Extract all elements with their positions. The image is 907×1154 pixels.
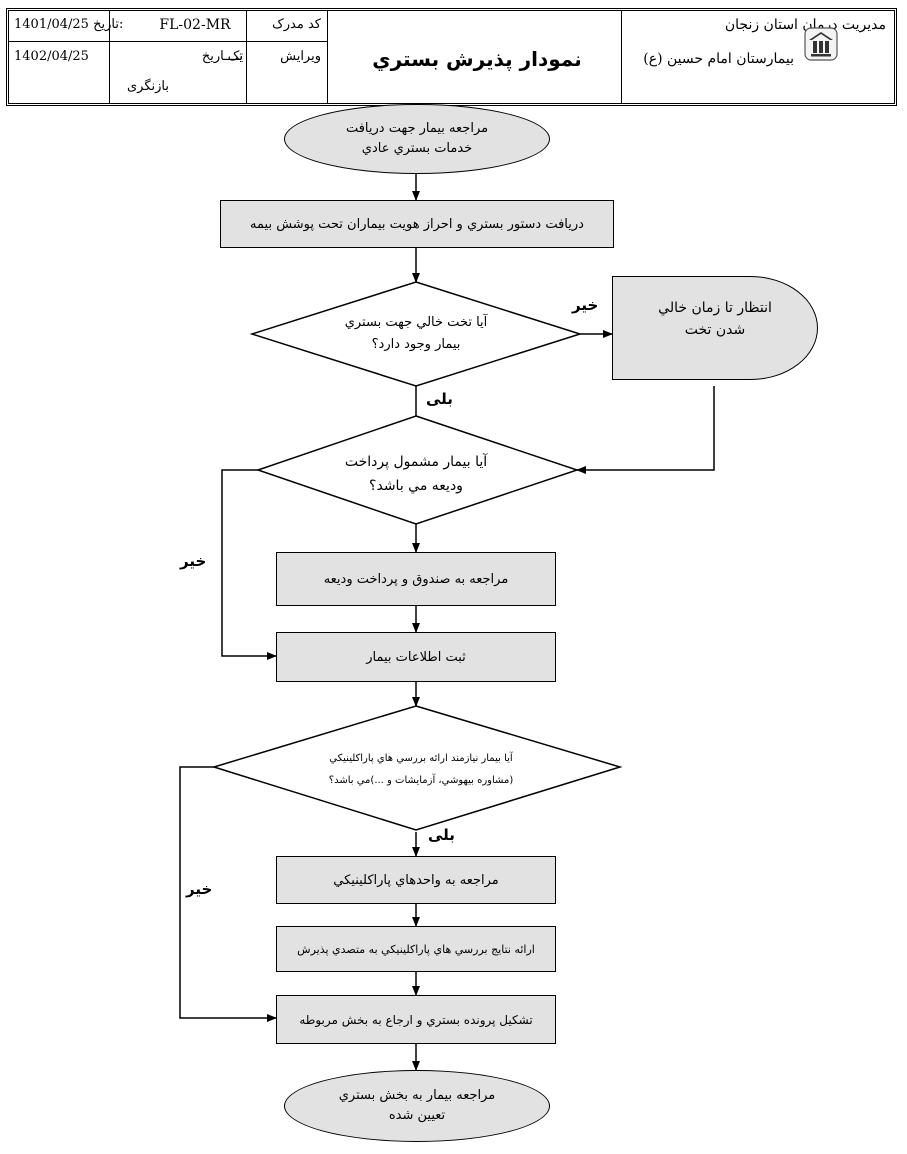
start-text-2: خدمات بستري عادي — [361, 141, 473, 156]
label-no-paraclinic: خير — [186, 880, 213, 898]
wait-text-2: شدن تخت — [684, 322, 746, 338]
decision-paraclinic-text-2: (مشاوره بيهوشي، آزمايشات و ...)مي باشد؟ — [328, 775, 514, 786]
step-paraclinic-results: ارائه نتايج بررسي هاي پاراكلينيكي به متص… — [276, 926, 556, 972]
header-divider — [246, 11, 247, 103]
end-text-1: مراجعه بيمار به بخش بستري — [338, 1088, 496, 1103]
doc-code-value: FL-02-MR — [159, 17, 231, 33]
date-value: 1401/04/25 — [14, 17, 89, 32]
label-no-bed: خير — [572, 296, 599, 314]
decision-deposit-text: آيا بيمار مشمول پرداخت وديعه مي باشد؟ — [296, 450, 536, 498]
step-paraclinic-units-text: مراجعه به واحدهاي پاراكلينيكي — [333, 872, 499, 888]
decision-paraclinic-text: آيا بيمار نيازمند ارائه بررسي هاي پاراكل… — [276, 748, 566, 792]
page-title: نمودار پذیرش بستري — [372, 47, 582, 71]
decision-paraclinic-text-1: آيا بيمار نيازمند ارائه بررسي هاي پاراكل… — [329, 753, 513, 764]
header-divider — [9, 41, 327, 42]
revision-value: یک — [227, 49, 243, 64]
header-divider — [109, 11, 110, 103]
start-terminal: مراجعه بيمار جهت دريافت خدمات بستري عادي — [284, 104, 550, 174]
header-divider — [621, 11, 622, 103]
decision-bed-available — [249, 281, 583, 387]
decision-bed-text: آيا تخت خالي جهت بستري بيمار وجود دارد؟ — [296, 312, 536, 356]
decision-deposit-required — [255, 415, 580, 525]
step-receive-orders-text: دريافت دستور بستري و احراز هويت بيماران … — [250, 216, 584, 232]
decision-deposit-text-2: وديعه مي باشد؟ — [369, 478, 463, 494]
wait-text-1: انتظار تا زمان خالي — [658, 300, 772, 316]
label-yes-paraclinic: بلی — [428, 826, 455, 844]
doc-code-label: کد مدرک — [272, 17, 321, 32]
label-no-deposit: خير — [180, 552, 207, 570]
header-divider — [327, 11, 328, 103]
step-create-file-text: تشكيل پرونده بستري و ارجاع به بخش مربوطه — [299, 1012, 533, 1027]
step-receive-orders: دريافت دستور بستري و احراز هويت بيماران … — [220, 200, 614, 248]
date-label: تاریخ: — [93, 17, 124, 32]
start-text-1: مراجعه بيمار جهت دريافت — [345, 121, 489, 136]
review-date-label-2: بازنگری — [126, 79, 169, 94]
review-date-label-1: تــــاریخ — [201, 49, 243, 64]
step-create-file: تشكيل پرونده بستري و ارجاع به بخش مربوطه — [276, 995, 556, 1044]
org-line-1: مدیریت درمان استان زنجان — [724, 17, 886, 33]
label-yes-bed: بلی — [426, 390, 453, 408]
revision-label: ویرایش — [280, 49, 321, 64]
step-register-patient-text: ثبت اطلاعات بيمار — [366, 649, 466, 665]
step-cashier-deposit-text: مراجعه به صندوق و پرداخت وديعه — [323, 571, 509, 587]
review-date-value: 1402/04/25 — [14, 49, 89, 64]
decision-deposit-text-1: آيا بيمار مشمول پرداخت — [344, 454, 488, 470]
step-paraclinic-units: مراجعه به واحدهاي پاراكلينيكي — [276, 856, 556, 904]
org-line-2: بیمارستان امام حسین (ع) — [643, 51, 794, 67]
decision-bed-text-2: بيمار وجود دارد؟ — [371, 337, 461, 352]
date-cell: 1401/04/25 تاریخ: — [14, 17, 146, 32]
decision-paraclinic-needed — [211, 705, 623, 831]
wait-for-bed: انتظار تا زمان خالي شدن تخت — [612, 276, 818, 380]
organization-logo-icon — [804, 27, 838, 61]
end-terminal: مراجعه بيمار به بخش بستري تعيين شده — [284, 1070, 550, 1142]
decision-bed-text-1: آيا تخت خالي جهت بستري — [344, 315, 488, 330]
connector-arrow — [221, 469, 277, 660]
step-paraclinic-results-text: ارائه نتايج بررسي هاي پاراكلينيكي به متص… — [297, 942, 535, 956]
step-register-patient: ثبت اطلاعات بيمار — [276, 632, 556, 682]
connector-arrow — [179, 766, 277, 1022]
end-text-2: تعيين شده — [388, 1108, 446, 1123]
connector-arrow — [576, 386, 715, 474]
step-cashier-deposit: مراجعه به صندوق و پرداخت وديعه — [276, 552, 556, 606]
